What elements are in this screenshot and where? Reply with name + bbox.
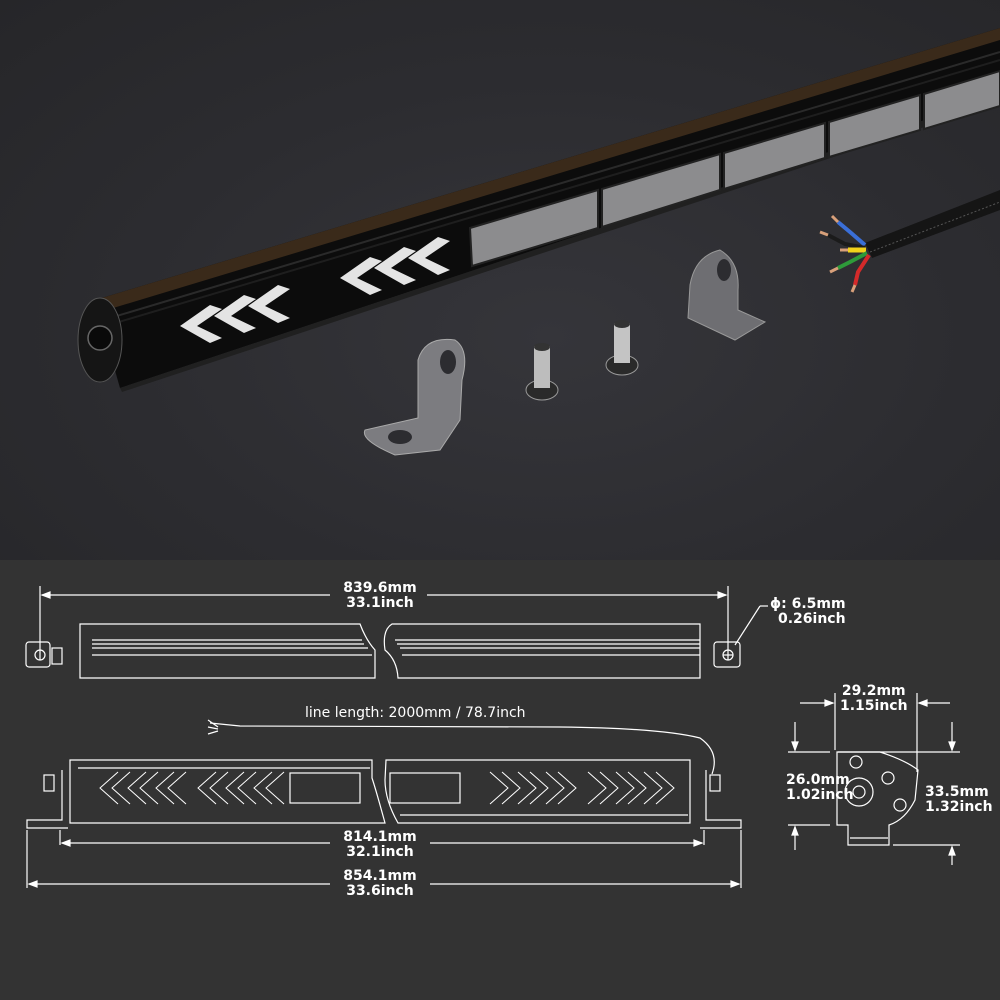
total-length-mm: 854.1mm [343, 868, 417, 884]
mounting-bracket-left [363, 338, 466, 456]
hole-diameter-inch: 0.26inch [778, 611, 846, 627]
body-height-label: 26.0mm 1.02inch [786, 773, 854, 803]
depth-label: 29.2mm 1.15inch [840, 684, 908, 714]
total-length-inch: 33.6inch [346, 883, 414, 899]
overall-length-inch: 33.1inch [346, 595, 414, 611]
body-height-mm: 26.0mm [786, 772, 850, 788]
overall-length-mm: 839.6mm [343, 580, 417, 596]
total-height-mm: 33.5mm [925, 784, 989, 800]
body-length-inch: 32.1inch [346, 844, 414, 860]
top-view [25, 586, 768, 679]
bolt-1 [525, 343, 559, 401]
line-length-label: line length: 2000mm / 78.7inch [305, 705, 526, 721]
dimension-drawing: 839.6mm 33.1inch ϕ: 6.5mm 0.26inch line … [0, 560, 1000, 1000]
front-view [26, 719, 742, 888]
side-profile [788, 693, 960, 865]
hole-diameter-label: ϕ: 6.5mm 0.26inch [770, 597, 846, 627]
total-height-label: 33.5mm 1.32inch [925, 785, 993, 815]
mounting-bracket-right [687, 249, 767, 341]
body-length-mm: 814.1mm [343, 829, 417, 845]
product-render [0, 0, 1000, 560]
wire-harness [819, 190, 1000, 293]
overall-length-label: 839.6mm 33.1inch [330, 581, 430, 611]
body-length-label: 814.1mm 32.1inch [330, 830, 430, 860]
body-height-inch: 1.02inch [786, 787, 854, 803]
hole-diameter-mm: ϕ: 6.5mm [770, 596, 846, 612]
total-length-label: 854.1mm 33.6inch [330, 869, 430, 899]
light-bar [77, 28, 1000, 392]
total-height-inch: 1.32inch [925, 799, 993, 815]
depth-inch: 1.15inch [840, 698, 908, 714]
depth-mm: 29.2mm [841, 683, 906, 699]
bolt-2 [605, 320, 639, 376]
